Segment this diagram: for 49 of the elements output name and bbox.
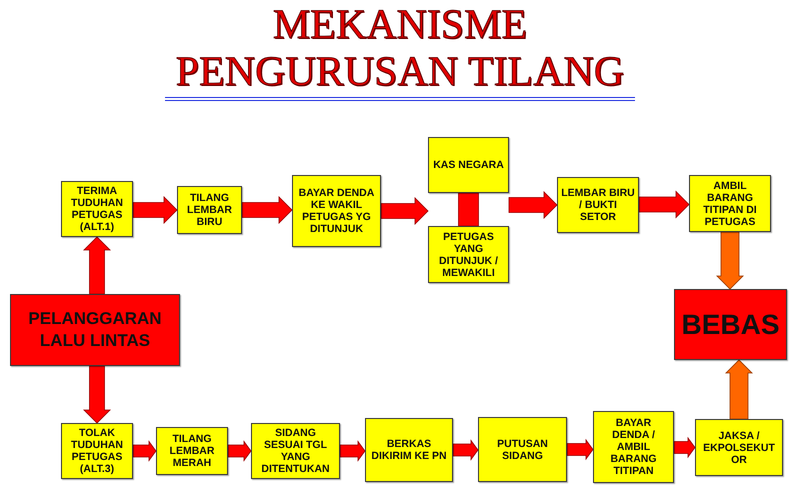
box-text: TERIMA TUDUHAN PETUGAS (ALT.1) <box>70 185 124 233</box>
box-text: TOLAK TUDUHAN PETUGAS (ALT.3) <box>70 427 124 475</box>
arrow <box>228 440 252 462</box>
process-box <box>557 177 639 233</box>
box-text: LEMBAR BIRU / BUKTI SETOR <box>561 187 635 223</box>
box-text: BERKAS DIKIRIM KE PN <box>370 438 448 462</box>
box-text: TILANG LEMBAR MERAH <box>168 433 216 469</box>
box-text: BEBAS <box>681 308 780 340</box>
process-box <box>689 175 771 232</box>
arrow <box>674 436 696 458</box>
event-box <box>10 294 180 366</box>
box-text: BAYAR DENDA / AMBIL BARANG TITIPAN <box>609 417 658 477</box>
process-box <box>478 417 567 482</box>
arrow <box>132 196 178 224</box>
box-text: AMBIL BARANG TITIPAN DI PETUGAS <box>702 180 758 228</box>
arrow <box>725 359 753 420</box>
process-box <box>593 411 674 483</box>
arrow <box>83 236 111 294</box>
arrow <box>452 439 478 461</box>
arrow <box>380 197 429 225</box>
arrow <box>508 191 558 219</box>
arrow <box>716 232 744 290</box>
title: MEKANISME PENGURUSAN TILANG <box>165 2 635 101</box>
arrow <box>340 440 366 462</box>
process-box <box>428 226 509 283</box>
box-text: JAKSA / EKPOLSEKUT OR <box>702 430 776 466</box>
connector-bar <box>458 192 479 226</box>
process-box <box>292 175 381 247</box>
process-box <box>61 181 133 237</box>
box-text: PUTUSAN SIDANG <box>496 438 549 462</box>
process-box <box>365 418 453 482</box>
box-text: SIDANG SESUAI TGL YANG DITENTUKAN <box>260 427 331 475</box>
process-box <box>177 186 242 234</box>
arrow <box>566 438 594 460</box>
process-box <box>156 427 228 475</box>
result-box <box>674 289 787 360</box>
arrow <box>638 190 690 218</box>
box-text: PELANGGARAN LALU LINTAS <box>27 308 163 352</box>
process-box <box>428 137 509 193</box>
process-box <box>695 419 783 476</box>
process-box <box>61 423 133 479</box>
box-text: BAYAR DENDA KE WAKIL PETUGAS YG DITUNJUK <box>298 187 376 235</box>
arrow <box>132 440 156 462</box>
box-text: TILANG LEMBAR BIRU <box>186 192 233 228</box>
arrow <box>242 196 293 224</box>
box-text: KAS NEGARA <box>433 159 504 171</box>
process-box <box>251 423 340 479</box>
box-text: PETUGAS YANG DITUNJUK / MEWAKILI <box>438 230 499 278</box>
arrow <box>83 366 111 424</box>
